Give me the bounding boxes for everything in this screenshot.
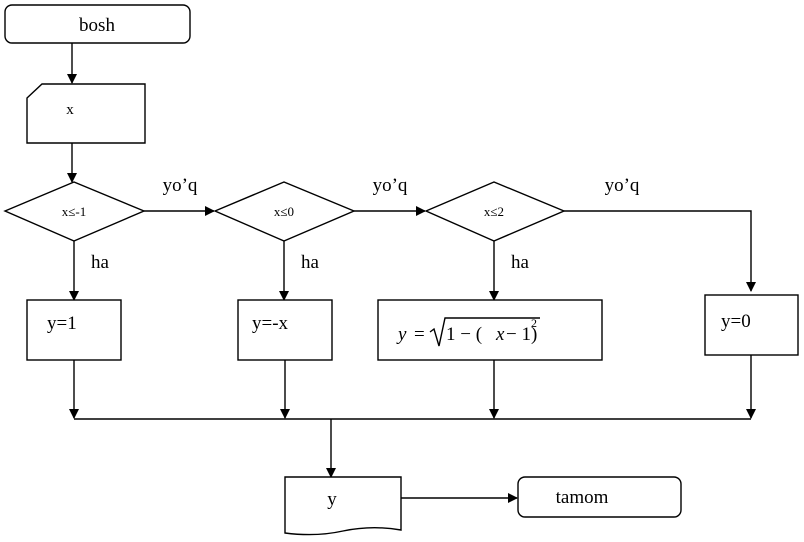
no-label-3: yo’q	[605, 175, 640, 196]
no-label-2: yo’q	[373, 175, 408, 196]
formula-radicand-post: − 1)	[506, 324, 537, 345]
connectors	[67, 43, 756, 503]
branch-labels: yo’q yo’q yo’q ha ha ha	[91, 175, 640, 273]
formula-x: x	[495, 324, 505, 345]
start-label: bosh	[79, 15, 115, 36]
result-2-label: y=-x	[252, 313, 289, 334]
sqrt-icon	[429, 317, 540, 347]
result-4-label: y=0	[721, 311, 751, 332]
result-4: y=0	[704, 294, 799, 356]
formula-equals: =	[414, 324, 425, 345]
yes-label-3: ha	[511, 252, 530, 273]
result-1-label: y=1	[47, 313, 77, 334]
result-3: y = 1 − ( x − 1) 2	[377, 299, 603, 361]
formula-y: y	[396, 324, 407, 345]
arrow-cond3-no	[564, 210, 756, 292]
output-label: y	[327, 489, 337, 510]
formula-radicand-pre: 1 − (	[446, 324, 482, 345]
decision-2: x≤0	[213, 181, 356, 242]
input-block: x	[26, 83, 146, 144]
end-label: tamom	[556, 487, 609, 508]
start-terminal: bosh	[4, 4, 191, 44]
condition-1-label: x≤-1	[62, 204, 86, 219]
yes-label-1: ha	[91, 252, 110, 273]
end-terminal: tamom	[517, 476, 682, 518]
result-2: y=-x	[237, 299, 333, 361]
condition-2-label: x≤0	[274, 204, 294, 219]
formula-exponent: 2	[531, 316, 537, 330]
input-label: x	[66, 102, 74, 118]
condition-3-label: x≤2	[484, 204, 504, 219]
decision-1: x≤-1	[3, 181, 146, 242]
result-1: y=1	[26, 299, 122, 361]
output-block: y	[284, 476, 402, 536]
yes-label-2: ha	[301, 252, 320, 273]
no-label-1: yo’q	[163, 175, 198, 196]
decision-3: x≤2	[424, 181, 566, 242]
